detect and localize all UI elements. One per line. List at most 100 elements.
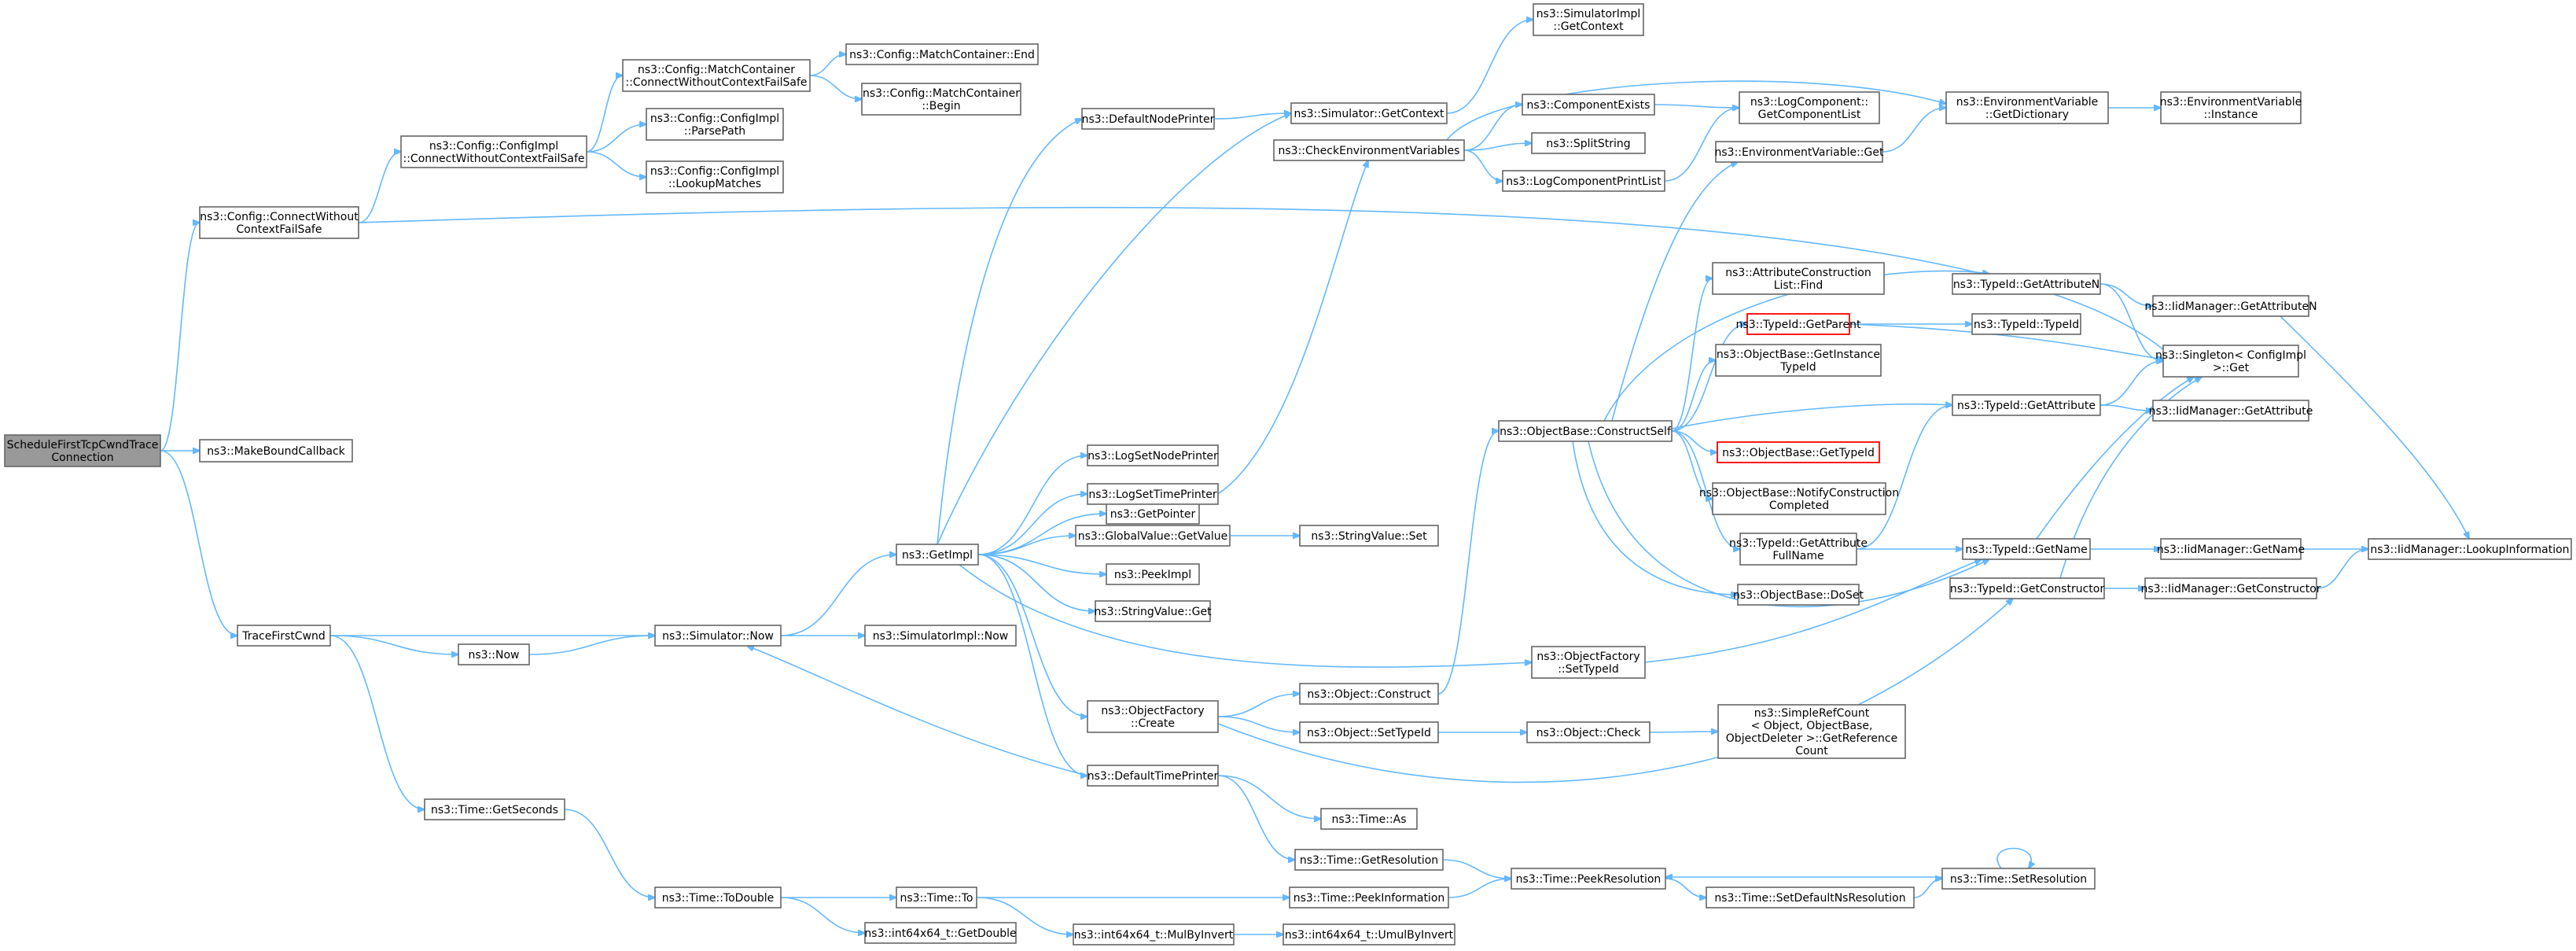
node-box-timePeekRes[interactable] xyxy=(1511,868,1666,890)
node-box-logCompPrint[interactable] xyxy=(1502,170,1665,192)
node-simNow[interactable]: ns3::Simulator::Now xyxy=(654,625,782,647)
node-box-i64GetDbl[interactable] xyxy=(864,922,1017,944)
node-box-obGetInst[interactable] xyxy=(1715,344,1882,377)
node-box-timeSetRes[interactable] xyxy=(1941,868,2096,890)
node-tidGetName[interactable]: ns3::TypeId::GetName xyxy=(1962,538,2091,560)
node-box-compExists[interactable] xyxy=(1522,94,1655,116)
node-box-simImplCtx[interactable] xyxy=(1533,3,1644,36)
node-box-iidLookup[interactable] xyxy=(2368,538,2572,560)
node-box-mcEnd[interactable] xyxy=(845,43,1039,65)
node-box-simpleRef[interactable] xyxy=(1717,704,1906,759)
node-objCheck[interactable]: ns3::Object::Check xyxy=(1526,721,1650,743)
node-box-objCheck[interactable] xyxy=(1526,721,1650,743)
node-box-parsePath[interactable] xyxy=(646,108,784,141)
node-iidLookup[interactable]: ns3::IidManager::LookupInformation xyxy=(2368,538,2572,560)
node-tidGetParent[interactable]: ns3::TypeId::GetParent xyxy=(1736,313,1861,335)
node-box-simImplNow[interactable] xyxy=(864,625,1017,647)
node-box-defNodePr[interactable] xyxy=(1081,108,1215,130)
node-splitStr[interactable]: ns3::SplitString xyxy=(1531,132,1646,154)
node-box-cfgImplConn[interactable] xyxy=(400,135,587,168)
node-mulByInv[interactable]: ns3::int64x64_t::MulByInvert xyxy=(1073,923,1235,945)
node-objSetTid[interactable]: ns3::Object::SetTypeId xyxy=(1299,721,1439,743)
node-getSeconds[interactable]: ns3::Time::GetSeconds xyxy=(424,798,565,820)
node-box-tidGetAttr[interactable] xyxy=(1952,394,2101,416)
node-obNotify[interactable]: ns3::ObjectBase::NotifyConstructionCompl… xyxy=(1699,482,1899,515)
node-timePeekRes[interactable]: ns3::Time::PeekResolution xyxy=(1511,868,1666,890)
node-umulByInv[interactable]: ns3::int64x64_t::UmulByInvert xyxy=(1282,923,1455,945)
node-box-objSetTid[interactable] xyxy=(1299,721,1439,743)
node-cfgImplConn[interactable]: ns3::Config::ConfigImpl::ConnectWithoutC… xyxy=(400,135,587,168)
node-box-logCompList[interactable] xyxy=(1739,91,1880,124)
node-toDouble[interactable]: ns3::Time::ToDouble xyxy=(654,886,782,909)
node-iidGetAttrN[interactable]: ns3::IidManager::GetAttributeN xyxy=(2144,295,2317,317)
node-box-defTimePr[interactable] xyxy=(1087,765,1219,787)
node-envGetDict[interactable]: ns3::EnvironmentVariable::GetDictionary xyxy=(1945,91,2109,124)
node-setDefNsRes[interactable]: ns3::Time::SetDefaultNsResolution xyxy=(1706,886,1915,909)
node-box-gvGetValue[interactable] xyxy=(1075,525,1231,547)
node-logCompList[interactable]: ns3::LogComponent::GetComponentList xyxy=(1739,91,1880,124)
node-box-svGet[interactable] xyxy=(1095,600,1211,622)
node-box-simGetCtx[interactable] xyxy=(1290,102,1448,124)
node-compExists[interactable]: ns3::ComponentExists xyxy=(1522,94,1655,116)
node-box-objConstruct[interactable] xyxy=(1299,683,1439,705)
node-box-tidGetAttrN[interactable] xyxy=(1952,273,2101,295)
node-parsePath[interactable]: ns3::Config::ConfigImpl::ParsePath xyxy=(646,108,784,141)
node-box-simNow[interactable] xyxy=(654,625,782,647)
node-box-timeAs[interactable] xyxy=(1320,808,1418,830)
node-box-obNotify[interactable] xyxy=(1712,482,1886,515)
node-cfgConnect[interactable]: ns3::Config::ConnectWithoutContextFailSa… xyxy=(199,206,359,239)
node-box-tidGetName[interactable] xyxy=(1962,538,2091,560)
node-simImplCtx[interactable]: ns3::SimulatorImpl::GetContext xyxy=(1533,3,1644,36)
node-simpleRef[interactable]: ns3::SimpleRefCount< Object, ObjectBase,… xyxy=(1717,704,1906,759)
node-singleton[interactable]: ns3::Singleton< ConfigImpl>::Get xyxy=(2155,345,2306,378)
node-box-tidGetParent[interactable] xyxy=(1746,313,1850,335)
node-defNodePr[interactable]: ns3::DefaultNodePrinter xyxy=(1081,108,1215,130)
node-box-singleton[interactable] xyxy=(2162,345,2299,378)
node-box-timeTo[interactable] xyxy=(896,886,977,909)
node-ofCreate[interactable]: ns3::ObjectFactory::Create xyxy=(1087,700,1219,733)
node-lookup[interactable]: ns3::Config::ConfigImpl::LookupMatches xyxy=(646,160,784,194)
node-box-logSetTime[interactable] xyxy=(1087,483,1219,505)
node-mcBegin[interactable]: ns3::Config::MatchContainer::Begin xyxy=(861,83,1021,116)
node-tidTypeId[interactable]: ns3::TypeId::TypeId xyxy=(1971,313,2081,335)
node-iidGetName[interactable]: ns3::IidManager::GetName xyxy=(2157,538,2305,560)
node-box-cfgConnect[interactable] xyxy=(199,206,359,239)
node-box-svSet[interactable] xyxy=(1299,525,1439,547)
node-obConstruct[interactable]: ns3::ObjectBase::ConstructSelf xyxy=(1498,420,1673,442)
node-timePeekInfo[interactable]: ns3::Time::PeekInformation xyxy=(1289,886,1449,909)
node-obDoSet[interactable]: ns3::ObjectBase::DoSet xyxy=(1733,584,1864,606)
node-box-lookup[interactable] xyxy=(646,160,784,194)
node-makeBound[interactable]: ns3::MakeBoundCallback xyxy=(199,439,353,463)
node-logCompPrint[interactable]: ns3::LogComponentPrintList xyxy=(1502,170,1665,192)
node-box-tidAttrFull[interactable] xyxy=(1739,533,1857,566)
node-iidGetCtor[interactable]: ns3::IidManager::GetConstructor xyxy=(2140,577,2321,599)
node-box-getImpl[interactable] xyxy=(896,544,979,566)
node-box-iidGetAttr[interactable] xyxy=(2152,400,2309,422)
node-logSetNode[interactable]: ns3::LogSetNodePrinter xyxy=(1087,444,1219,466)
node-box-getSeconds[interactable] xyxy=(424,798,565,820)
node-iidGetAttr[interactable]: ns3::IidManager::GetAttribute xyxy=(2149,400,2313,422)
node-getImpl[interactable]: ns3::GetImpl xyxy=(896,544,979,566)
node-tidGetAttrN[interactable]: ns3::TypeId::GetAttributeN xyxy=(1952,273,2101,295)
node-box-attrFind[interactable] xyxy=(1712,262,1885,295)
node-box-splitStr[interactable] xyxy=(1531,132,1646,154)
node-box-toDouble[interactable] xyxy=(654,886,782,909)
node-matchConn[interactable]: ns3::Config::MatchContainer::ConnectWith… xyxy=(622,59,811,92)
node-box-envInstance[interactable] xyxy=(2160,91,2302,124)
node-timeGetRes[interactable]: ns3::Time::GetResolution xyxy=(1294,849,1444,871)
node-envGet[interactable]: ns3::EnvironmentVariable::Get xyxy=(1715,141,1884,163)
node-envInstance[interactable]: ns3::EnvironmentVariable::Instance xyxy=(2160,91,2302,124)
node-tidGetAttr[interactable]: ns3::TypeId::GetAttribute xyxy=(1952,394,2101,416)
node-box-mcBegin[interactable] xyxy=(861,83,1021,116)
node-svGet[interactable]: ns3::StringValue::Get xyxy=(1094,600,1212,622)
node-box-tidGetCtor[interactable] xyxy=(1949,577,2105,599)
node-box-setDefNsRes[interactable] xyxy=(1706,886,1915,909)
node-box-now[interactable] xyxy=(458,643,530,665)
node-box-peekImpl[interactable] xyxy=(1106,563,1200,585)
node-simGetCtx[interactable]: ns3::Simulator::GetContext xyxy=(1290,102,1448,124)
node-box-makeBound[interactable] xyxy=(199,439,353,463)
node-logSetTime[interactable]: ns3::LogSetTimePrinter xyxy=(1087,483,1219,505)
